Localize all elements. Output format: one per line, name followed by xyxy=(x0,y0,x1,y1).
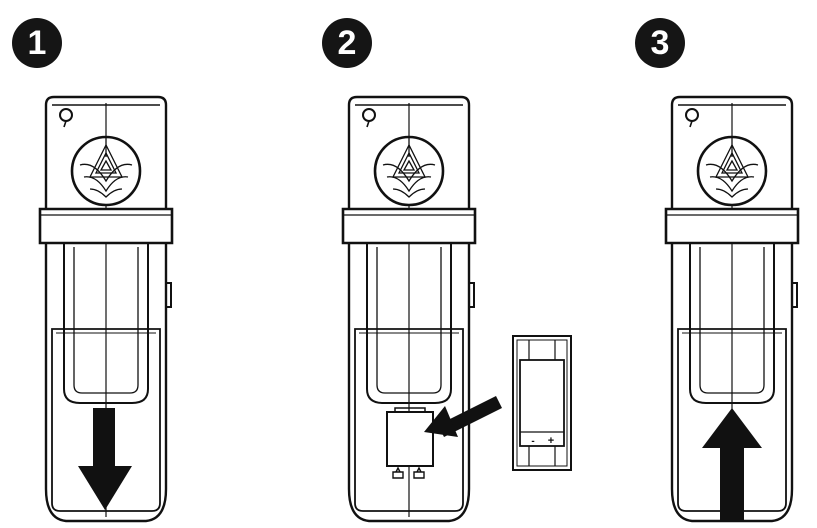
down-arrow-icon xyxy=(78,408,132,510)
battery-plus-mark: + xyxy=(548,435,554,447)
step-1-badge: 1 xyxy=(12,18,62,68)
battery-minus-mark: - xyxy=(531,436,534,447)
step-3-badge: 3 xyxy=(635,18,685,68)
insert-arrow-icon xyxy=(424,396,502,437)
battery-compartment xyxy=(386,407,434,479)
up-arrow-icon xyxy=(702,408,762,520)
step-2-badge: 2 xyxy=(322,18,372,68)
battery-pack: - + xyxy=(512,335,572,471)
